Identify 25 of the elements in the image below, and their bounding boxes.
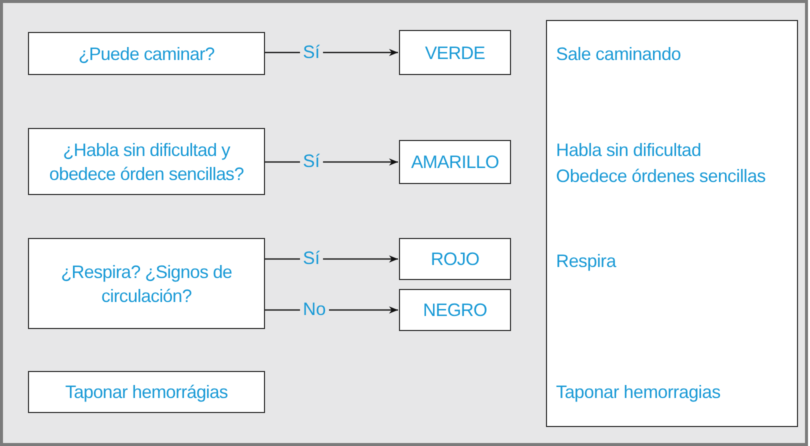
category-label: NEGRO	[422, 299, 488, 322]
question-text: Taponar hemorrágias	[64, 381, 229, 404]
panel-text: Obedece órdenes sencillas	[556, 165, 766, 187]
question-box	[28, 128, 265, 195]
panel-text: Taponar hemorragias	[556, 381, 720, 403]
arrow	[265, 255, 398, 263]
question-text: ¿Habla sin dificultad y obedece órden sencillas?	[48, 138, 245, 186]
arrow	[265, 158, 398, 166]
category-box	[399, 140, 511, 184]
category-box	[399, 238, 511, 280]
question-text: ¿Puede caminar?	[77, 42, 216, 66]
category-box	[399, 289, 511, 331]
arrow	[265, 48, 398, 56]
question-box	[28, 371, 265, 413]
category-label: VERDE	[424, 42, 486, 64]
category-label: ROJO	[430, 248, 480, 271]
info-panel	[546, 20, 798, 427]
question-box	[28, 238, 265, 329]
question-text: ¿Respira? ¿Signos de circulación?	[60, 260, 234, 308]
panel-text: Habla sin dificultad	[556, 139, 702, 161]
question-box	[28, 32, 265, 75]
category-box	[399, 30, 511, 75]
category-label: AMARILLO	[410, 151, 500, 174]
panel-text: Respira	[556, 250, 616, 272]
panel-text: Sale caminando	[556, 43, 681, 65]
